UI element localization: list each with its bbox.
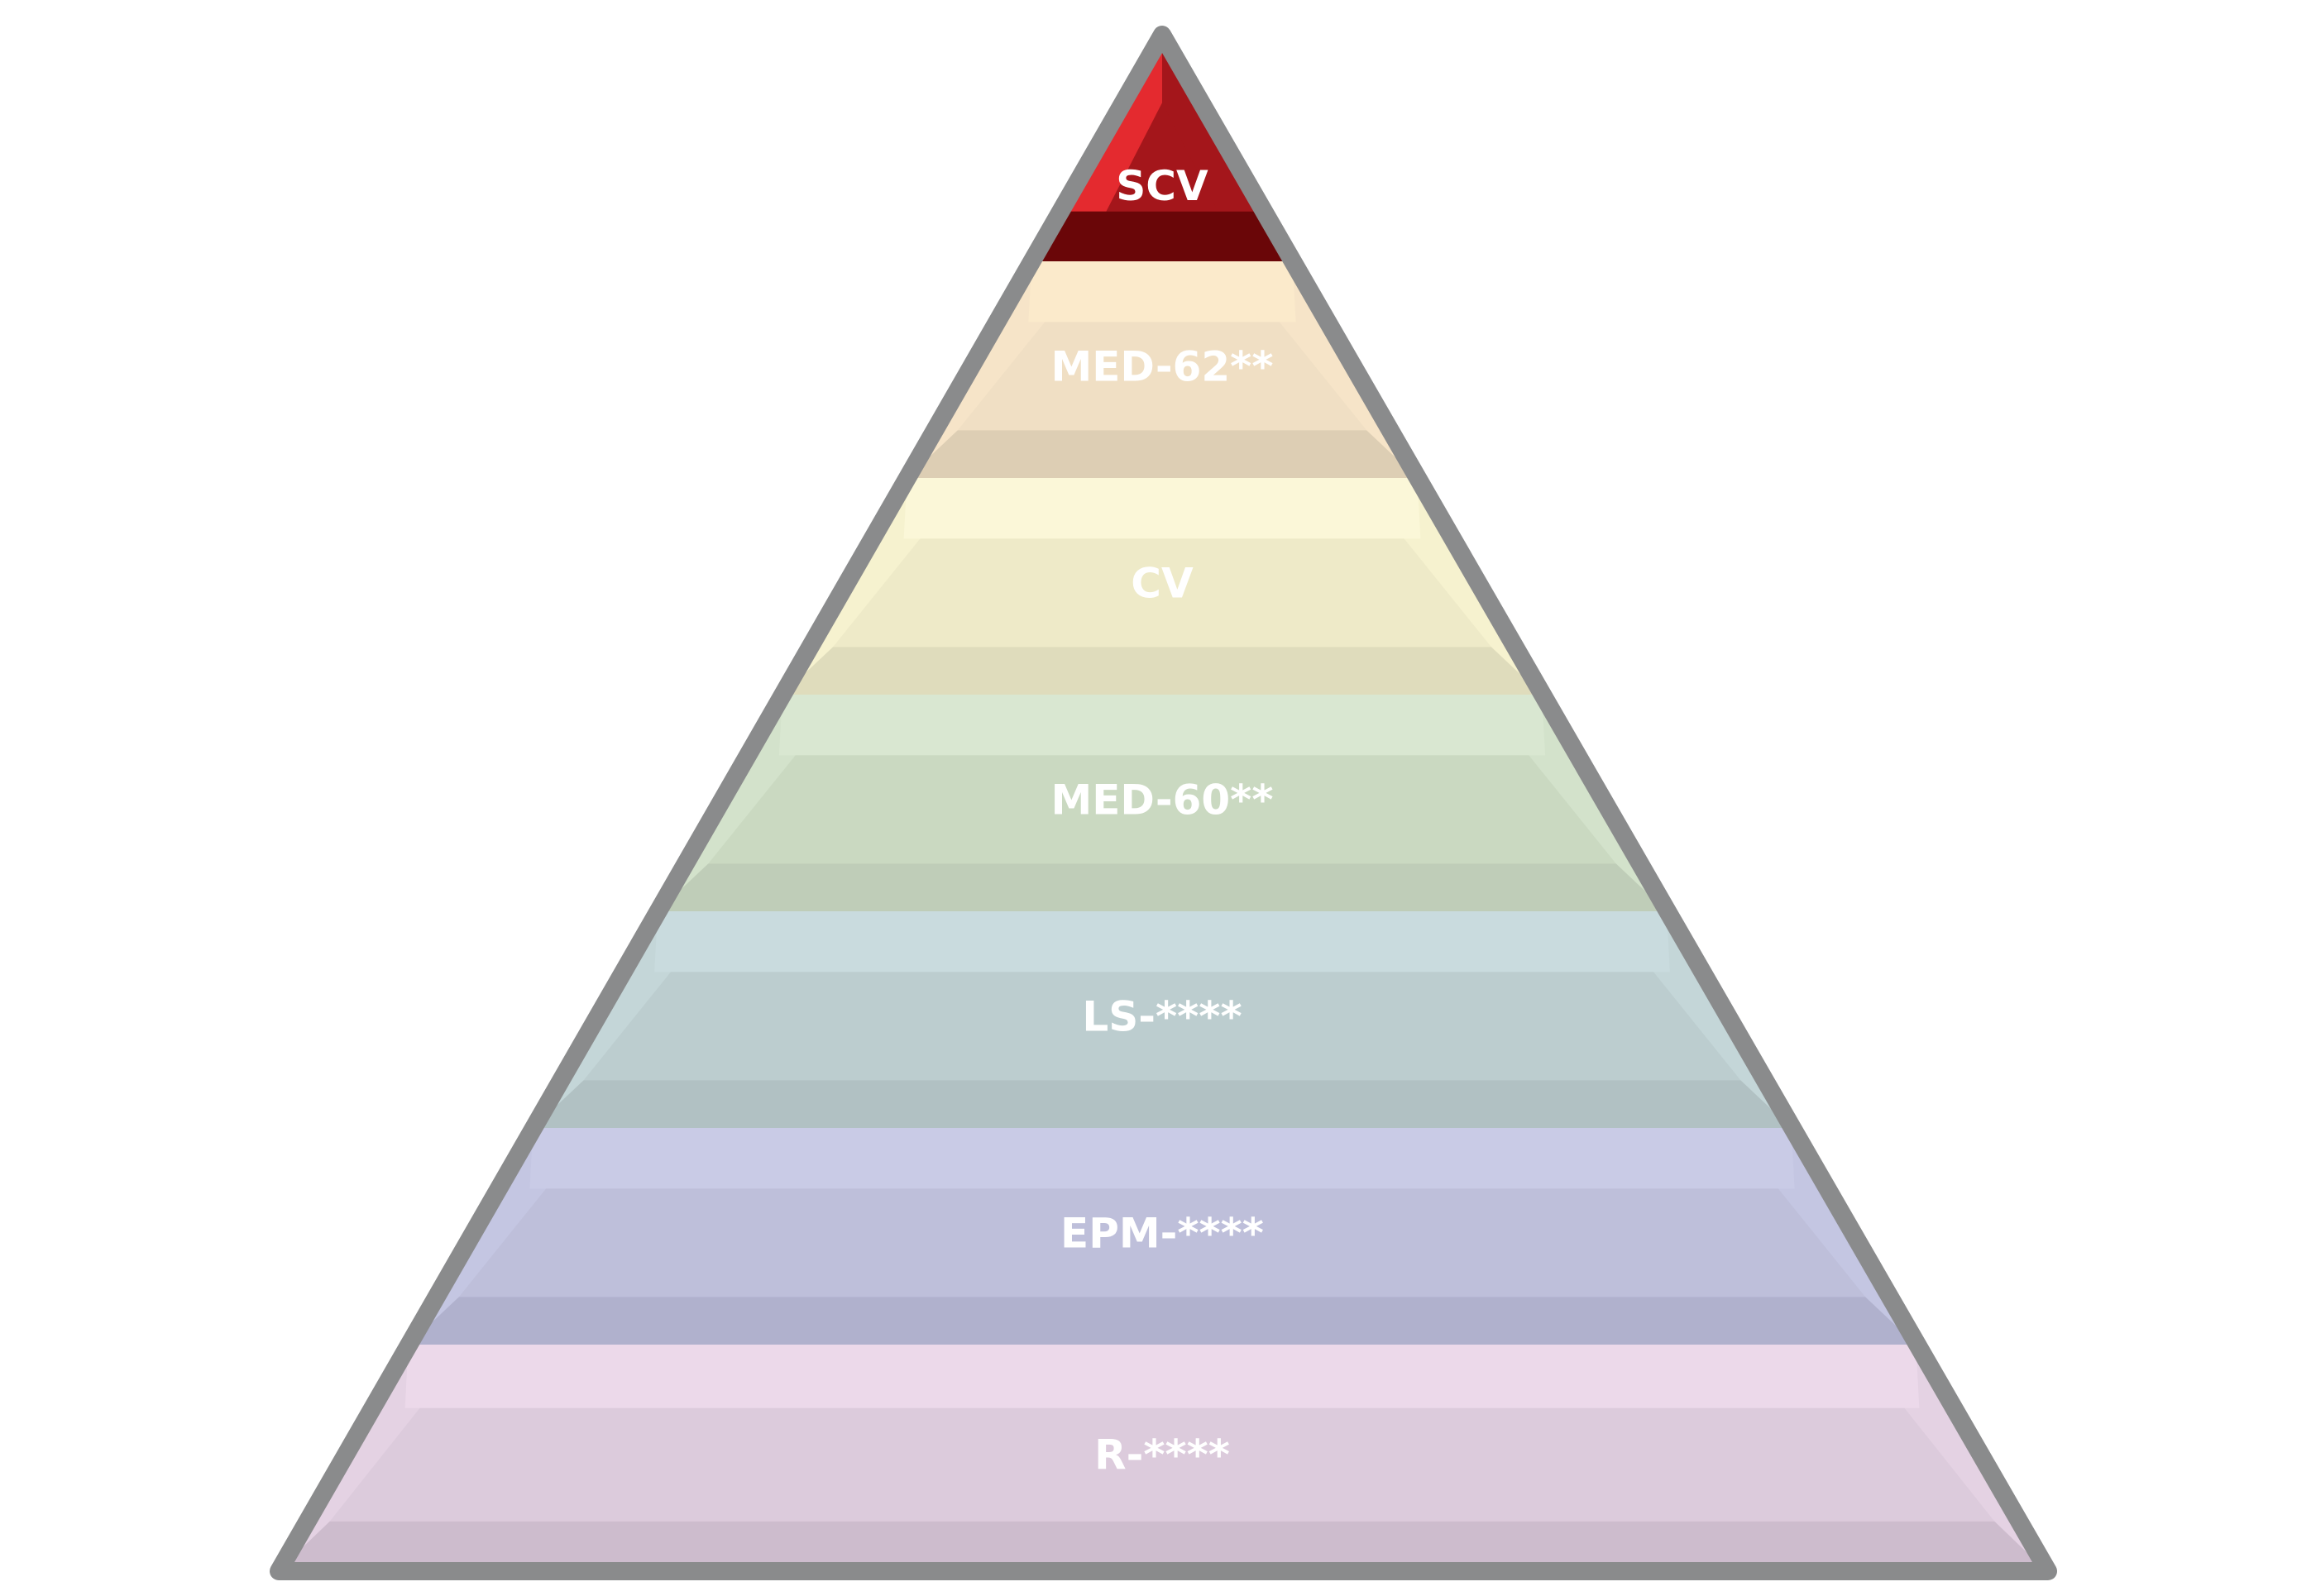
pyramid-outline bbox=[270, 26, 2057, 1580]
tier-face bbox=[329, 1407, 1995, 1522]
pyramid-tiers: SCV MED-62** CV MED-60** LS-**** EPM-**** R-**… bbox=[278, 35, 2046, 1571]
tier-bottom-bevel bbox=[278, 1521, 2046, 1571]
tier-label-3: MED-60** bbox=[1051, 776, 1274, 824]
tier-label-4: LS-**** bbox=[1082, 993, 1242, 1041]
tier-top-bevel bbox=[778, 695, 1546, 756]
tier-top-bevel bbox=[404, 1345, 1920, 1408]
tier-top-bevel bbox=[529, 1128, 1795, 1189]
tier-face bbox=[583, 972, 1741, 1081]
tier-label-1: MED-62** bbox=[1051, 343, 1274, 391]
tier-label-6: R-**** bbox=[1094, 1431, 1230, 1479]
tier-face bbox=[833, 538, 1491, 647]
tier-bottom-bevel bbox=[533, 1080, 1792, 1128]
tier-top-bevel bbox=[903, 478, 1421, 539]
tier-bottom-bevel bbox=[782, 647, 1543, 695]
tier-label-5: EPM-**** bbox=[1060, 1210, 1264, 1258]
tier-face bbox=[957, 322, 1367, 431]
tier-label-2: CV bbox=[1131, 560, 1194, 608]
tier-bottom-bevel bbox=[907, 430, 1418, 478]
tier-top-bevel bbox=[1028, 261, 1296, 323]
tier-apex-bottom-bevel bbox=[1031, 211, 1293, 261]
tier-bottom-bevel bbox=[408, 1297, 1916, 1345]
tier-bottom-bevel bbox=[658, 863, 1667, 911]
tier-label-0: SCV bbox=[1116, 162, 1208, 210]
tier-top-bevel bbox=[654, 911, 1670, 972]
tier-face bbox=[458, 1188, 1866, 1297]
tier-face bbox=[708, 755, 1616, 864]
